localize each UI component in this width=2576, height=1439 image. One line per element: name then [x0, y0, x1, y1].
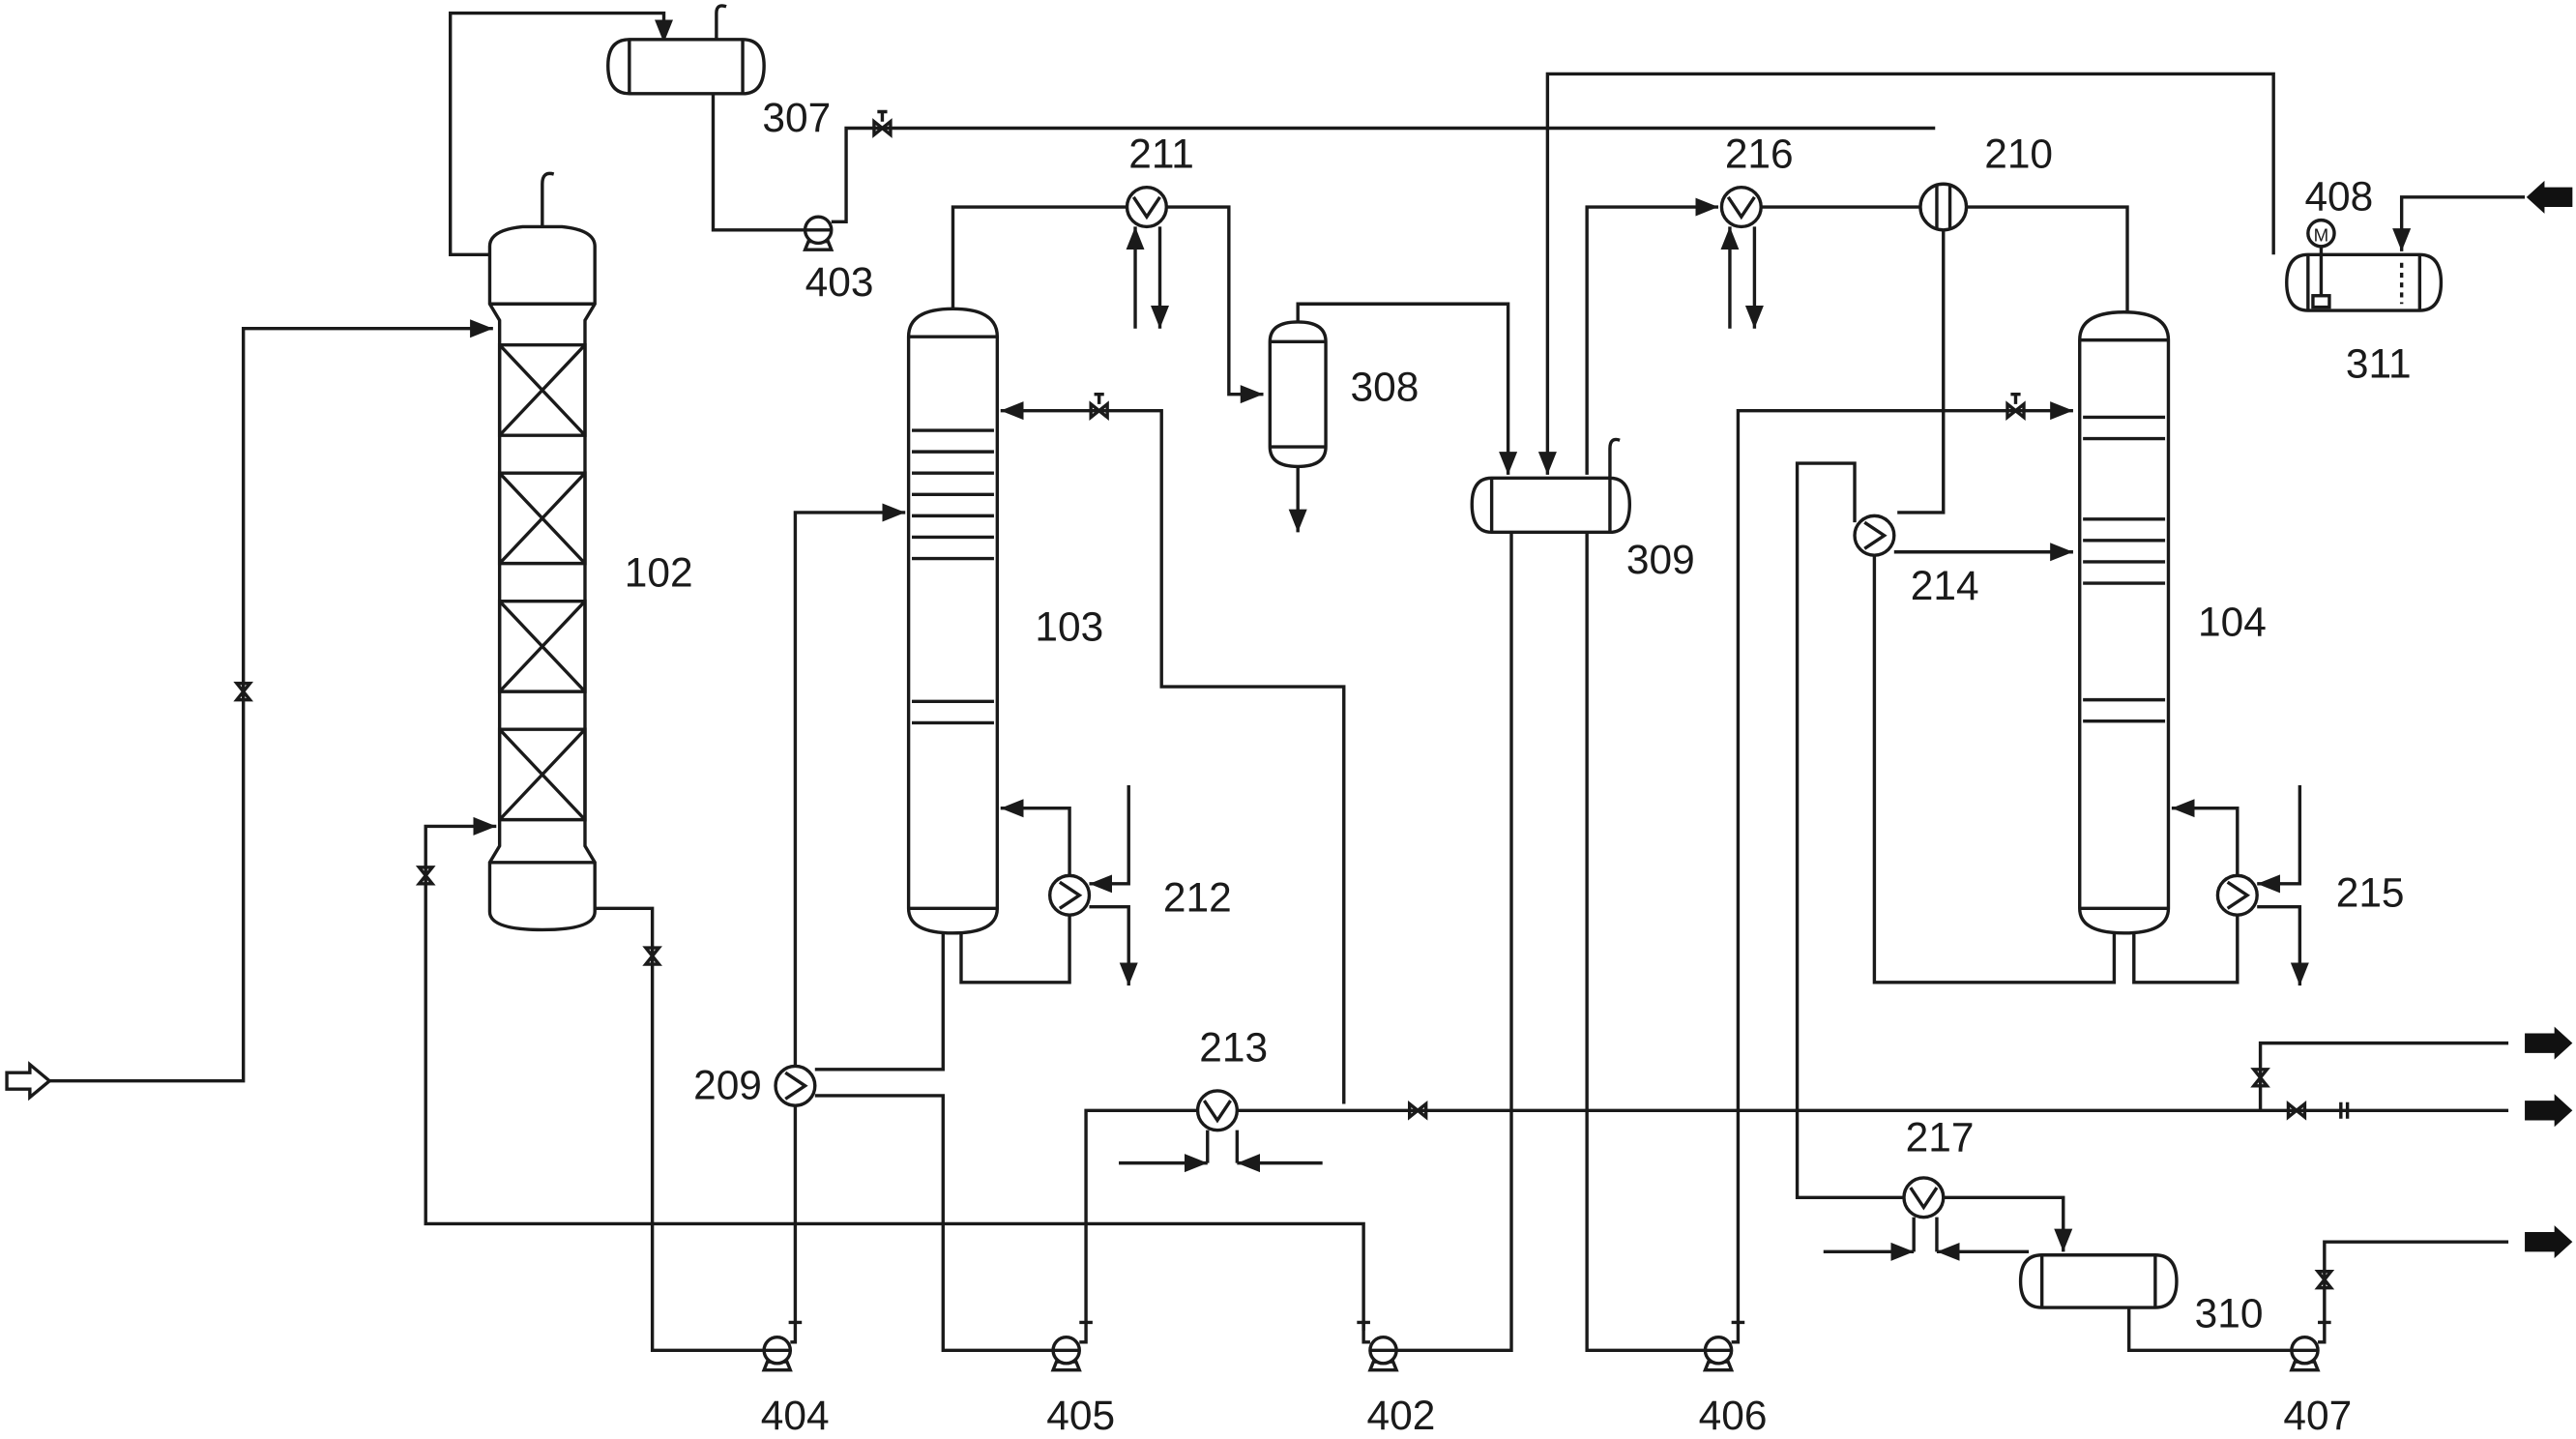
column-102: 102 [487, 171, 693, 932]
label-310: 310 [2195, 1290, 2264, 1336]
label-212: 212 [1163, 875, 1232, 921]
column-103: 103 [906, 307, 1103, 935]
motor-symbol: M [2314, 225, 2329, 246]
label-103: 103 [1035, 603, 1103, 649]
exchanger-215: 215 [2132, 784, 2405, 986]
line-308-to-309 [1296, 302, 1518, 475]
line-211-to-308 [1166, 205, 1264, 404]
line-recycle-102 [417, 816, 1365, 1331]
label-104: 104 [2198, 599, 2267, 644]
label-402: 402 [1367, 1393, 1436, 1438]
feed-to-311 [2392, 180, 2573, 251]
label-405: 405 [1046, 1393, 1115, 1438]
label-407: 407 [2283, 1393, 2352, 1438]
exchanger-210: 210 [1918, 131, 2053, 232]
product-line-upper [2252, 1026, 2573, 1111]
line-102-overhead [448, 11, 674, 256]
line-309-to-402 [1396, 534, 1513, 1352]
line-217-to-310 [1943, 1195, 2073, 1252]
line-209-to-103 [793, 503, 906, 1067]
label-403: 403 [805, 259, 874, 305]
label-209: 209 [693, 1062, 762, 1107]
drum-308: 308 [1268, 320, 1420, 469]
pump-402: 402 [1357, 1320, 1436, 1438]
pump-403: 403 [803, 215, 874, 305]
label-211: 211 [1128, 131, 1194, 176]
line-104-overhead [1966, 205, 2129, 312]
label-215: 215 [2336, 870, 2405, 916]
line-406-reflux-104 [1736, 392, 2073, 1323]
pump-405: 405 [1046, 1320, 1115, 1438]
drum-307: 307 [606, 4, 831, 140]
line-103-overhead [951, 205, 1127, 309]
exchanger-213: 213 [1119, 1024, 1323, 1173]
mixer-408: M 408 [2304, 173, 2373, 309]
line-214-to-217 [1795, 461, 1904, 1199]
line-307-to-403 [711, 93, 805, 232]
exchanger-209: 209 [693, 1062, 817, 1107]
column-104: 104 [2078, 310, 2267, 935]
exchanger-211: 211 [1125, 131, 1194, 329]
exchanger-217: 217 [1823, 1115, 2030, 1261]
label-307: 307 [762, 95, 831, 140]
drum-309: 309 [1470, 437, 1695, 582]
pump-406: 406 [1699, 1320, 1768, 1438]
line-104-bottoms-to-214 [1872, 555, 2117, 984]
line-216-to-309 [1585, 197, 1719, 475]
product-line-mid [1237, 1094, 2573, 1128]
line-311-vent-to-309 [1537, 72, 2275, 475]
exchanger-212: 212 [959, 784, 1232, 986]
label-216: 216 [1725, 131, 1794, 176]
line-403-reflux [831, 109, 1936, 224]
line-310-to-407 [2127, 1307, 2292, 1352]
line-405-to-213 [1084, 1108, 1198, 1323]
label-217: 217 [1906, 1115, 1975, 1160]
label-408: 408 [2304, 173, 2373, 219]
exchanger-216: 216 [1719, 131, 1794, 329]
label-210: 210 [1984, 131, 2053, 176]
label-214: 214 [1911, 563, 1979, 608]
line-103-bottoms-to-209 [814, 932, 945, 1072]
label-213: 213 [1199, 1024, 1268, 1070]
drum-311: 311 [2285, 252, 2444, 387]
pump-407: 407 [2283, 1320, 2352, 1438]
label-311: 311 [2346, 341, 2412, 387]
line-309-to-406 [1585, 532, 1706, 1352]
label-309: 309 [1626, 537, 1695, 582]
pump-404: 404 [761, 1320, 830, 1438]
line-103-reflux [1000, 392, 1346, 1104]
line-210-to-214 [1897, 229, 1946, 514]
feed-inlet [5, 319, 493, 1101]
label-102: 102 [625, 549, 693, 595]
label-406: 406 [1699, 1393, 1768, 1438]
product-line-lower [2316, 1225, 2573, 1323]
label-404: 404 [761, 1393, 830, 1438]
label-308: 308 [1351, 364, 1420, 409]
exchanger-214: 214 [1853, 514, 1979, 608]
line-209-to-405 [814, 1094, 1054, 1352]
drum-310: 310 [2018, 1253, 2264, 1336]
line-102-bottoms [595, 906, 765, 1352]
